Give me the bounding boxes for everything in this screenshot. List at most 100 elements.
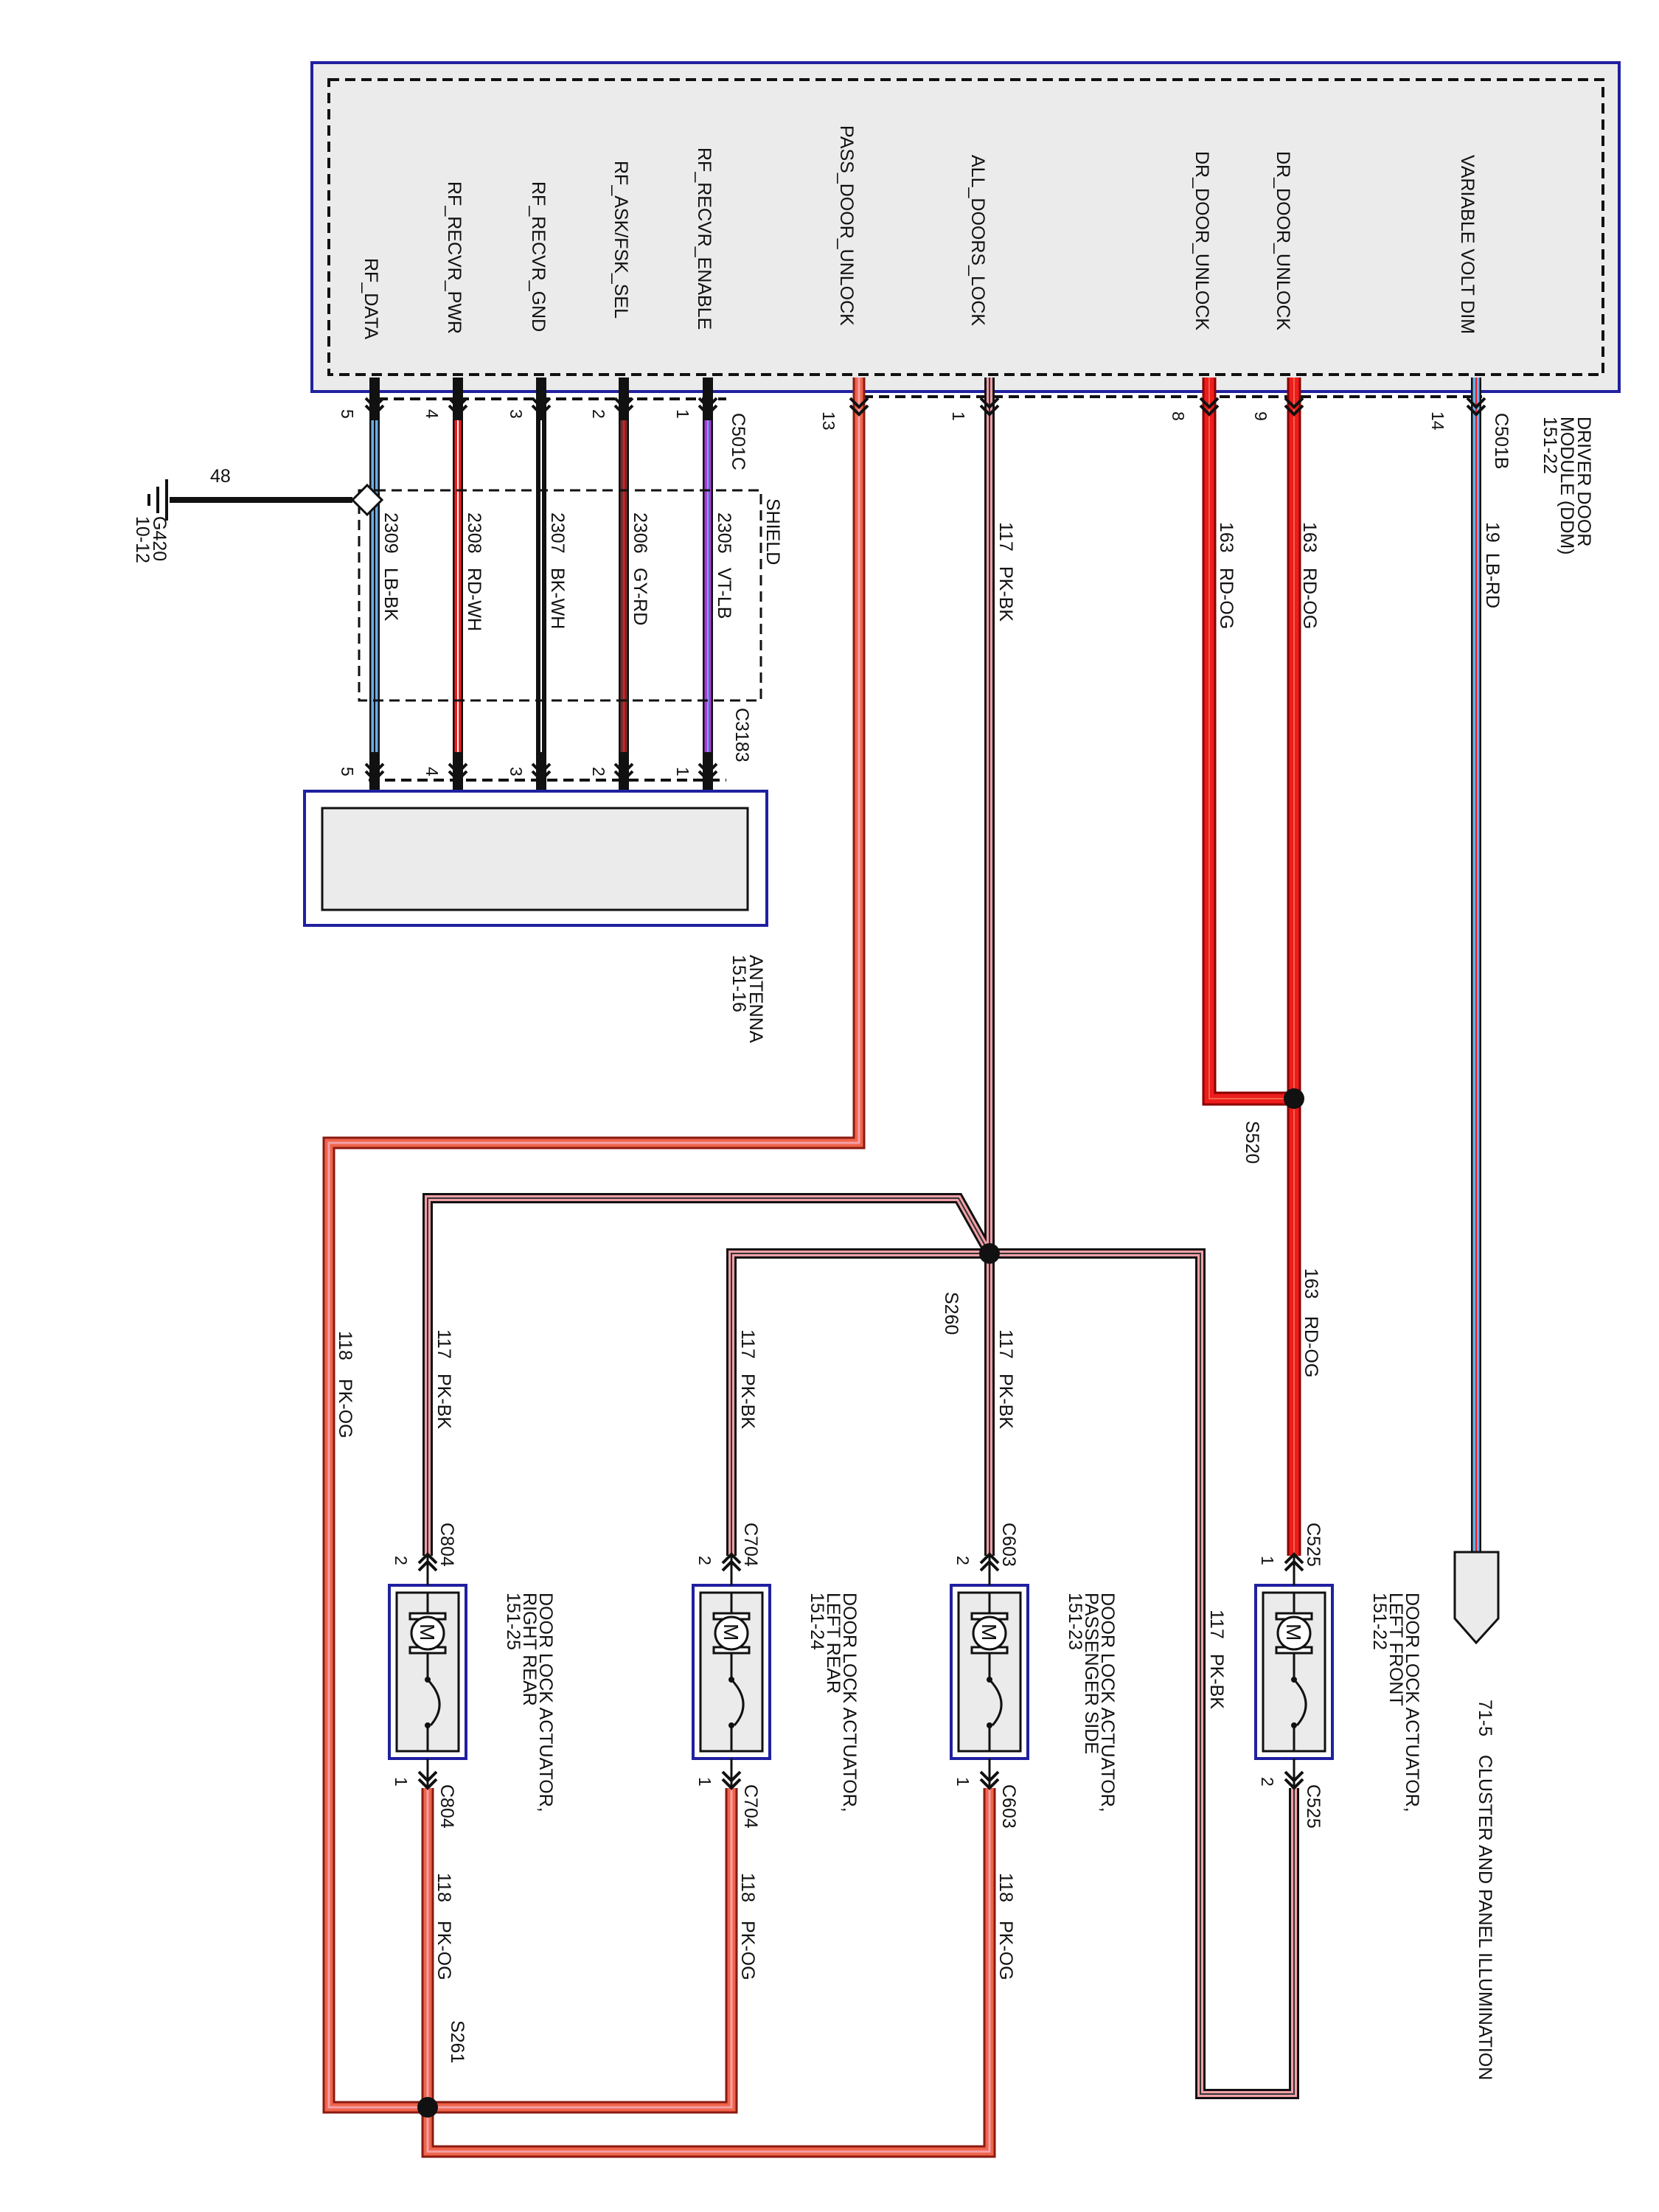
wire-117-number-d: 117 bbox=[434, 1329, 454, 1359]
module-pin-chevron bbox=[698, 397, 718, 417]
wire-117-color-c: PK-BK bbox=[737, 1374, 758, 1429]
motor-icon: M bbox=[408, 1612, 447, 1655]
wire-2307-number: 2307 bbox=[547, 512, 568, 554]
wire-117-number-e: 117 bbox=[1206, 1610, 1227, 1639]
pin-1-all-doors: 1 bbox=[949, 411, 968, 421]
wire-48-number: 48 bbox=[210, 466, 231, 487]
shield-box bbox=[358, 489, 762, 702]
module-pin-chevron bbox=[531, 397, 552, 417]
wire-117-pk-bk bbox=[422, 378, 1299, 2099]
wire-118-pk-og bbox=[322, 378, 996, 2158]
wire-2308-number: 2308 bbox=[464, 512, 484, 554]
actuator-pin-bottom: 2 bbox=[1258, 1777, 1277, 1787]
wire-2306-color: GY-RD bbox=[630, 568, 650, 625]
module-pin-chevron bbox=[1466, 397, 1486, 417]
ground-ref: 10-12 bbox=[132, 516, 153, 563]
actuator-connector-bottom: C525 bbox=[1303, 1784, 1324, 1829]
actuator-chevron-bottom bbox=[721, 1759, 742, 1790]
splice-s261-dot bbox=[417, 2097, 438, 2118]
connector-c501c-label: C501C bbox=[728, 413, 748, 470]
antenna-pin-chevron bbox=[698, 762, 718, 782]
antenna-connector-label: C3183 bbox=[731, 708, 752, 762]
actuator-connector-bottom: C804 bbox=[437, 1784, 457, 1829]
splice-s260-label: S260 bbox=[941, 1292, 961, 1335]
module-signal-labels: VARIABLE VOLT DIM DR_DOOR_UNLOCK DR_DOOR… bbox=[361, 125, 1478, 340]
module-pin-chevron bbox=[613, 397, 634, 417]
actuator-connector-bottom: C704 bbox=[740, 1784, 761, 1829]
antenna-pin-chevron bbox=[613, 762, 634, 782]
antenna-component bbox=[303, 779, 768, 927]
wire-117-color-e: PK-BK bbox=[1206, 1654, 1227, 1709]
motor-letter: M bbox=[978, 1624, 1001, 1641]
pin-c-2: 2 bbox=[589, 409, 608, 419]
pin-14: 14 bbox=[1428, 411, 1447, 431]
actuator-connector-top: C804 bbox=[437, 1523, 457, 1567]
wire-2309-number: 2309 bbox=[380, 512, 401, 554]
module-name-line-3: 151-22 bbox=[1540, 417, 1560, 474]
wire-117-number-b: 117 bbox=[995, 1329, 1016, 1359]
signal-dr-door-unlock-9: DR_DOOR_UNLOCK bbox=[1273, 151, 1293, 330]
actuator-chevron-bottom bbox=[417, 1759, 438, 1790]
antenna-pin-chevron bbox=[531, 762, 552, 782]
motor-icon: M bbox=[970, 1612, 1009, 1655]
actuator-chevron-top bbox=[721, 1552, 742, 1585]
ground-g420 bbox=[147, 479, 384, 521]
signal-variable-volt-dim: VARIABLE VOLT DIM bbox=[1457, 155, 1478, 334]
signal-rf-data: RF_DATA bbox=[361, 258, 381, 340]
rf-wires bbox=[369, 378, 713, 796]
actuator-label-line-3: 151-22 bbox=[1369, 1593, 1390, 1650]
cluster-connector bbox=[1453, 1551, 1500, 1645]
switch-icon bbox=[1293, 1678, 1307, 1726]
antenna-pin-2: 2 bbox=[589, 767, 608, 776]
wire-2308-color: RD-WH bbox=[464, 568, 484, 631]
cluster-name: CLUSTER AND PANEL ILLUMINATION bbox=[1475, 1755, 1495, 2080]
wire-163-color-b: RD-OG bbox=[1216, 568, 1237, 629]
motor-icon: M bbox=[1275, 1612, 1313, 1655]
motor-letter: M bbox=[416, 1624, 439, 1641]
antenna-pin-4: 4 bbox=[422, 767, 442, 776]
actuator-pin-bottom: 1 bbox=[392, 1777, 411, 1787]
signal-rf-ask-fsk-sel: RF_ASK/FSK_SEL bbox=[611, 161, 631, 319]
module-pin-chevron bbox=[448, 397, 468, 417]
module-box bbox=[310, 61, 1621, 393]
antenna-pin-3: 3 bbox=[507, 767, 526, 776]
connector-c501b-label: C501B bbox=[1491, 413, 1512, 469]
pin-c-5: 5 bbox=[338, 409, 357, 419]
signal-dr-door-unlock-8: DR_DOOR_UNLOCK bbox=[1192, 151, 1212, 330]
connector-chevrons bbox=[364, 397, 1486, 782]
actuator-label-line-2: LEFT REAR bbox=[823, 1593, 844, 1694]
wire-163-color-a: RD-OG bbox=[1299, 568, 1320, 629]
actuator-chevron-top bbox=[979, 1552, 1000, 1585]
actuator-chevron-bottom bbox=[1284, 1759, 1304, 1790]
wire-118-color-c: PK-OG bbox=[737, 1921, 758, 1980]
driver-door-module: DRIVER DOOR MODULE (DDM) 151-22 bbox=[310, 61, 1621, 555]
module-pin-numbers: 14 9 8 1 13 1 2 3 4 5 bbox=[338, 409, 1447, 431]
signal-all-doors-lock: ALL_DOORS_LOCK bbox=[967, 155, 988, 326]
shield-label: SHIELD bbox=[762, 498, 783, 565]
cluster-ref: 71-5 bbox=[1475, 1700, 1495, 1736]
wire-2305-color: VT-LB bbox=[714, 568, 734, 619]
wire-117-color-d: PK-BK bbox=[434, 1374, 454, 1429]
wire-2309-color: LB-BK bbox=[380, 568, 401, 622]
wire-117-number-c: 117 bbox=[737, 1329, 758, 1359]
actuator-label-line-1: DOOR LOCK ACTUATOR, bbox=[839, 1593, 860, 1812]
actuator-pin-top: 1 bbox=[1258, 1556, 1277, 1565]
antenna-inner-box bbox=[321, 807, 749, 911]
signal-rf-recvr-enable: RF_RECVR_ENABLE bbox=[694, 147, 714, 330]
splice-s261-label: S261 bbox=[447, 2020, 467, 2063]
pin-13: 13 bbox=[819, 411, 838, 431]
motor-letter: M bbox=[720, 1624, 742, 1641]
cluster-arrow-icon bbox=[1453, 1551, 1500, 1645]
wire-163-color-c: RD-OG bbox=[1301, 1316, 1321, 1377]
splice-s520-label: S520 bbox=[1242, 1121, 1262, 1164]
wire-117-number-a: 117 bbox=[995, 522, 1016, 552]
actuator-chevron-top bbox=[417, 1552, 438, 1585]
signal-pass-door-unlock: PASS_DOOR_UNLOCK bbox=[836, 125, 857, 326]
wire-118-number-a: 118 bbox=[335, 1331, 355, 1360]
module-name-line-2: MODULE (DDM) bbox=[1557, 417, 1577, 555]
signal-rf-recvr-pwr: RF_RECVR_PWR bbox=[444, 181, 465, 334]
actuator-label-line-2: PASSENGER SIDE bbox=[1081, 1593, 1102, 1754]
